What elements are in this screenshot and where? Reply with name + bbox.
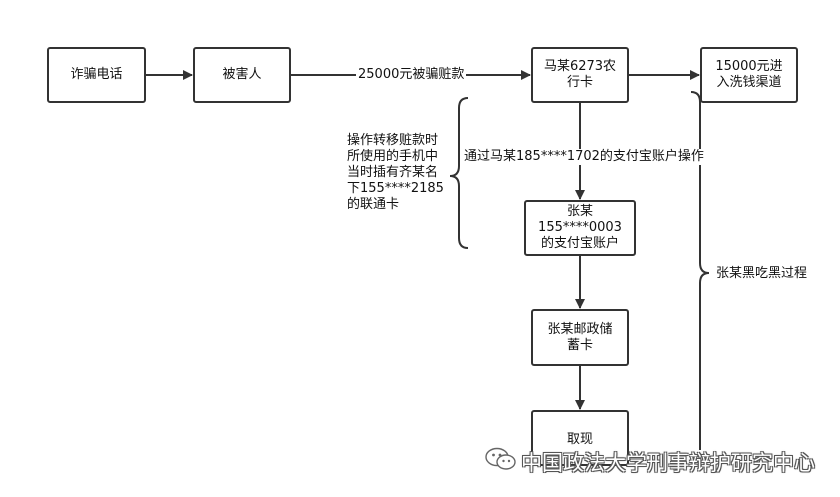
note-black-eat-black: 张某黑吃黑过程 [716,266,808,281]
node-victim: 被害人 [193,47,291,103]
watermark-logo-icon [484,447,518,471]
right-brace [690,91,710,450]
node-zhang-alipay: 张某 155****0003 的支付宝账户 [524,200,636,256]
edge-label-card-to-alipay: 通过马某185****1702的支付宝账户操作 [463,149,705,165]
node-laundering: 15000元进 入洗钱渠道 [700,47,798,103]
edge-label-victim-to-card: 25000元被骗赃款 [356,67,467,83]
node-fraud-call: 诈骗电话 [47,47,146,103]
watermark-text: 中国政法大学刑事辩护研究中心 [521,451,815,475]
left-brace [449,97,469,249]
node-zhang-postal-card: 张某邮政储 蓄卡 [531,309,629,366]
node-withdraw: 取现 [531,410,629,466]
note-phone-sim: 操作转移赃款时 所使用的手机中 当时插有齐某名 下155****2185 的联通… [347,133,444,212]
node-ma-bank-card: 马某6273农 行卡 [531,47,629,103]
